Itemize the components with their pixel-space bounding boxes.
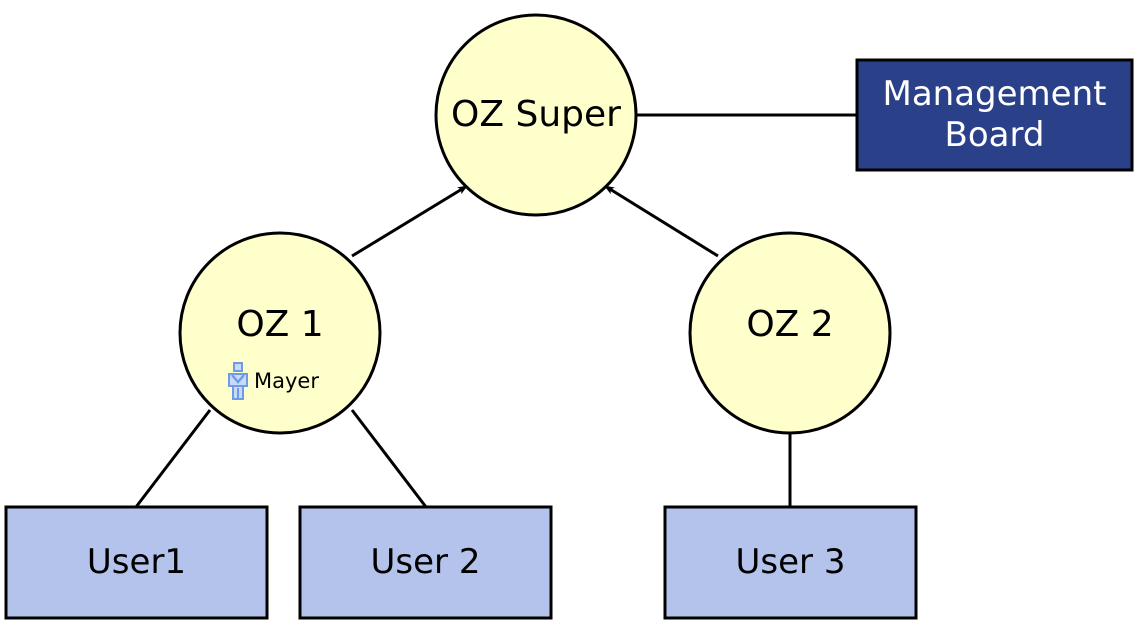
edge-oz1-to-user2 xyxy=(350,409,428,508)
node-oz-super[interactable] xyxy=(434,13,638,217)
node-user1[interactable] xyxy=(4,505,269,620)
person-icon xyxy=(228,362,248,400)
node-user2[interactable] xyxy=(298,505,553,620)
node-management-board[interactable] xyxy=(855,58,1134,172)
edge-oz1-to-ozsuper xyxy=(351,184,468,258)
node-oz-1-owner: Mayer xyxy=(228,362,319,400)
node-oz-1-owner-label: Mayer xyxy=(254,369,319,393)
edge-oz1-to-user1 xyxy=(134,409,212,508)
node-user3[interactable] xyxy=(663,505,918,620)
node-oz-1[interactable] xyxy=(178,231,382,435)
node-oz-2[interactable] xyxy=(688,231,892,435)
edge-oz2-to-ozsuper xyxy=(604,184,719,258)
